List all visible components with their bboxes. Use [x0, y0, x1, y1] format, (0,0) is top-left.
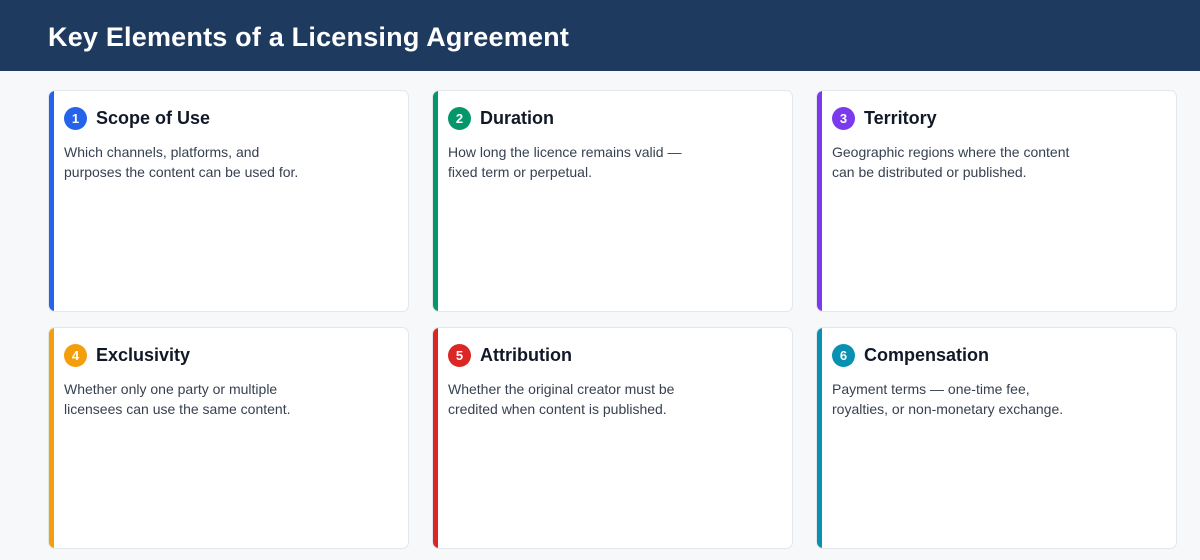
card-attribution: 5 Attribution Whether the original creat…	[432, 327, 793, 549]
card-description: Payment terms — one-time fee, royalties,…	[832, 381, 1064, 417]
card-description: Which channels, platforms, and purposes …	[64, 144, 299, 180]
card-title: Attribution	[480, 345, 572, 365]
card-accent-bar	[433, 91, 438, 311]
card-territory: 3 Territory Geographic regions where the…	[816, 90, 1177, 312]
card-accent-bar	[49, 91, 54, 311]
card-title: Exclusivity	[96, 345, 191, 365]
card-header: 1 Scope of Use	[64, 106, 210, 130]
card-scope-of-use: 1 Scope of Use Which channels, platforms…	[48, 90, 409, 312]
number-badge: 3	[832, 106, 855, 130]
card-description: How long the licence remains valid — fix…	[448, 144, 682, 180]
number-badge: 1	[64, 106, 87, 130]
card-title: Scope of Use	[96, 108, 211, 128]
card-accent-bar	[49, 328, 54, 548]
card-title: Compensation	[864, 345, 990, 365]
header-bar: Key Elements of a Licensing Agreement	[0, 0, 1200, 71]
card-accent-bar	[817, 91, 822, 311]
card-title: Duration	[480, 108, 554, 128]
card-accent-bar	[433, 328, 438, 548]
number-badge: 5	[448, 343, 471, 367]
card-title: Territory	[864, 108, 937, 128]
card-description: Whether only one party or multiple licen…	[64, 381, 291, 417]
page-title: Key Elements of a Licensing Agreement	[48, 22, 570, 52]
card-description: Whether the original creator must be cre…	[448, 381, 675, 417]
card-header: 4 Exclusivity	[64, 343, 190, 367]
card-compensation: 6 Compensation Payment terms — one-time …	[816, 327, 1177, 549]
card-header: 2 Duration	[448, 106, 554, 130]
card-header: 3 Territory	[832, 106, 937, 130]
card-accent-bar	[817, 328, 822, 548]
card-header: 6 Compensation	[832, 343, 989, 367]
card-description: Geographic regions where the content can…	[832, 144, 1070, 180]
number-badge: 2	[448, 106, 471, 130]
elements-grid: 1 Scope of Use Which channels, platforms…	[48, 90, 1177, 549]
card-header: 5 Attribution	[448, 343, 572, 367]
card-duration: 2 Duration How long the licence remains …	[432, 90, 793, 312]
card-exclusivity: 4 Exclusivity Whether only one party or …	[48, 327, 409, 549]
number-badge: 6	[832, 343, 855, 367]
number-badge: 4	[64, 343, 87, 367]
